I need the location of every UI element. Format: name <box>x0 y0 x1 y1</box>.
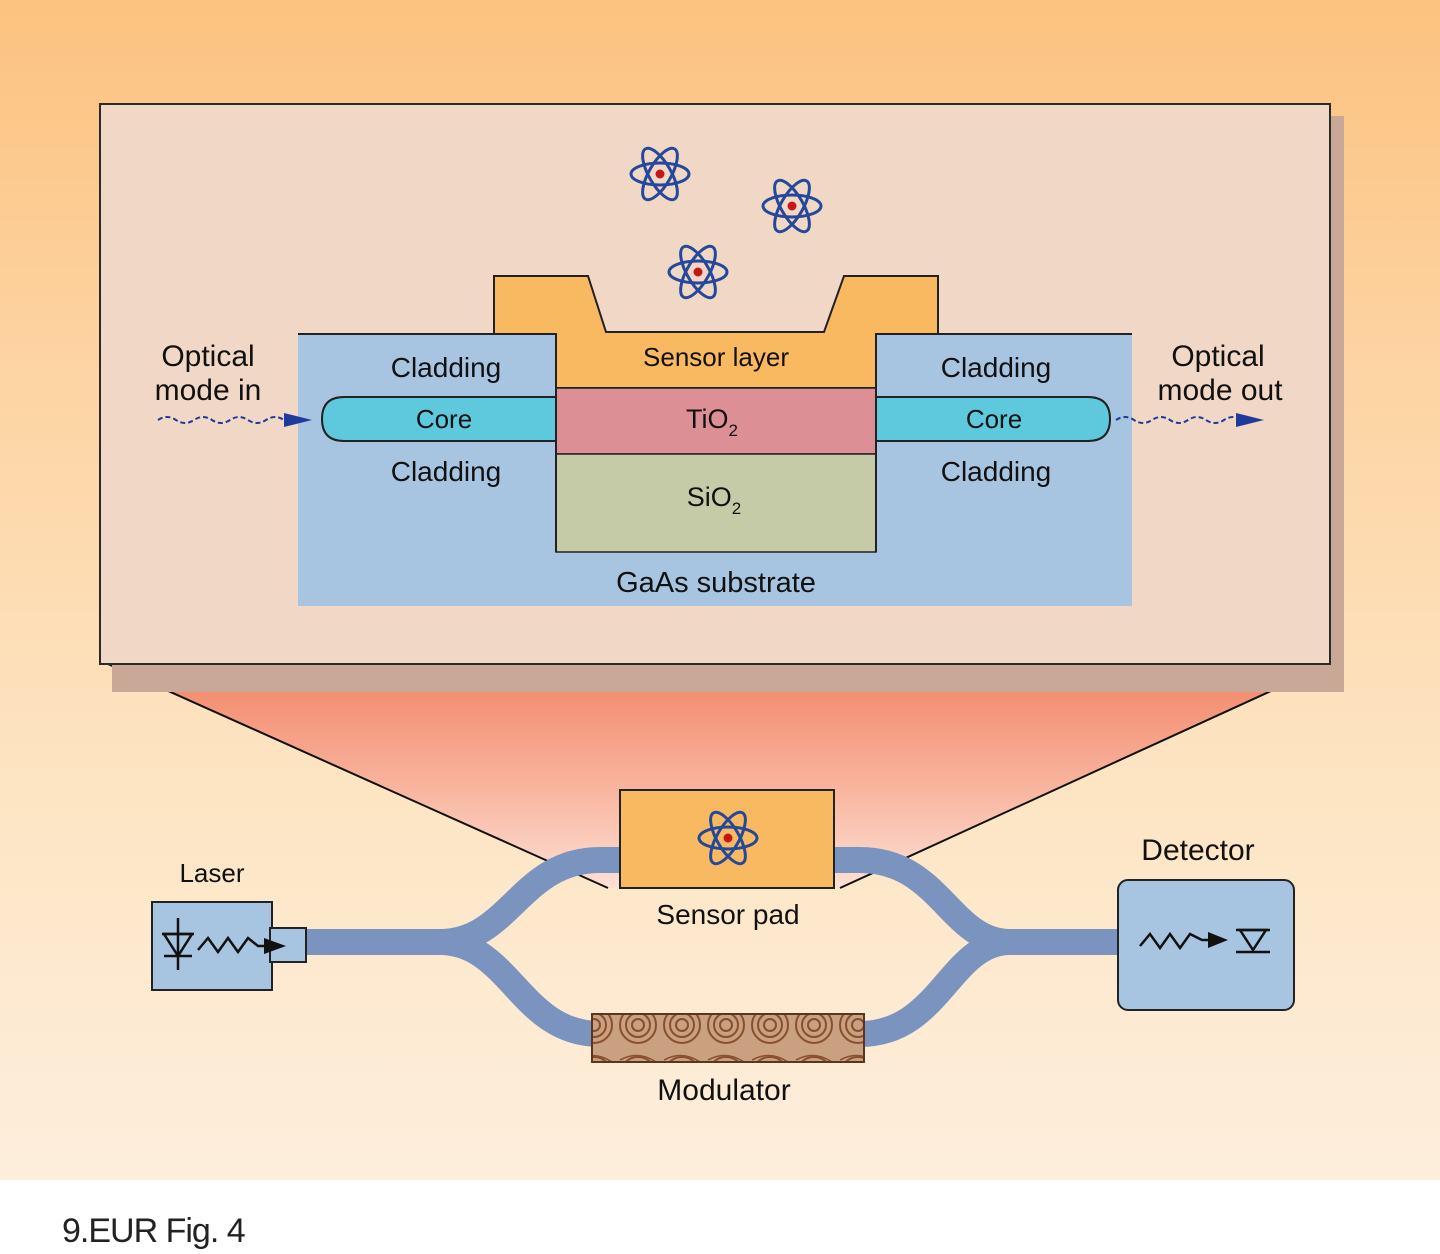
sensor-layer-label: Sensor layer <box>643 342 789 372</box>
substrate-label: GaAs substrate <box>616 567 816 599</box>
modulator <box>591 1013 865 1063</box>
sio2-label: SiO2 <box>687 482 741 518</box>
cladding-label-bottom-left: Cladding <box>391 456 502 487</box>
sensor-pad <box>619 789 835 889</box>
detector-label: Detector <box>1141 834 1254 867</box>
photodiode-icon <box>1236 928 1270 954</box>
optical-mode-out-label-line2: mode out <box>1157 374 1283 407</box>
sensor-diagram: Optical mode in Optical mode out Claddin… <box>99 103 1344 1107</box>
optical-mode-in-arrow <box>157 413 312 427</box>
core-label-right: Core <box>966 404 1022 434</box>
sio2-label-base: SiO <box>687 482 732 512</box>
optical-mode-out-label-line1: Optical <box>1171 340 1264 373</box>
cross-section-outline <box>298 333 1132 552</box>
zigzag-arrow-icon <box>197 935 286 955</box>
laser-label: Laser <box>179 858 244 888</box>
cladding-label-top-left: Cladding <box>391 352 502 383</box>
cladding-label-bottom-right: Cladding <box>941 456 1052 487</box>
core-right <box>875 396 1112 442</box>
waveguide-network <box>300 847 1124 1047</box>
cladding-label-top-right: Cladding <box>941 352 1052 383</box>
figure-caption: 9.EUR Fig. 4 <box>62 1212 246 1250</box>
optical-mode-out-arrow <box>1115 413 1264 427</box>
laser-diode-icon <box>161 918 195 970</box>
zigzag-arrow-icon <box>1139 931 1228 951</box>
core-label-left: Core <box>416 404 472 434</box>
figure: Optical mode in Optical mode out Claddin… <box>0 0 1440 1180</box>
tio2-layer <box>555 387 877 455</box>
sensor-pad-label: Sensor pad <box>656 899 799 930</box>
zoom-connector <box>107 663 1331 889</box>
laser <box>151 901 307 991</box>
sio2-label-subscript: 2 <box>732 499 741 518</box>
optical-mode-in-label-line2: mode in <box>155 374 262 407</box>
optical-mode-in-label-line1: Optical <box>161 340 254 373</box>
tio2-label: TiO2 <box>686 404 738 440</box>
detector <box>1117 879 1295 1011</box>
tio2-label-base: TiO <box>686 404 729 434</box>
core-left <box>320 396 557 442</box>
modulator-label: Modulator <box>657 1074 790 1107</box>
tio2-label-subscript: 2 <box>729 421 738 440</box>
